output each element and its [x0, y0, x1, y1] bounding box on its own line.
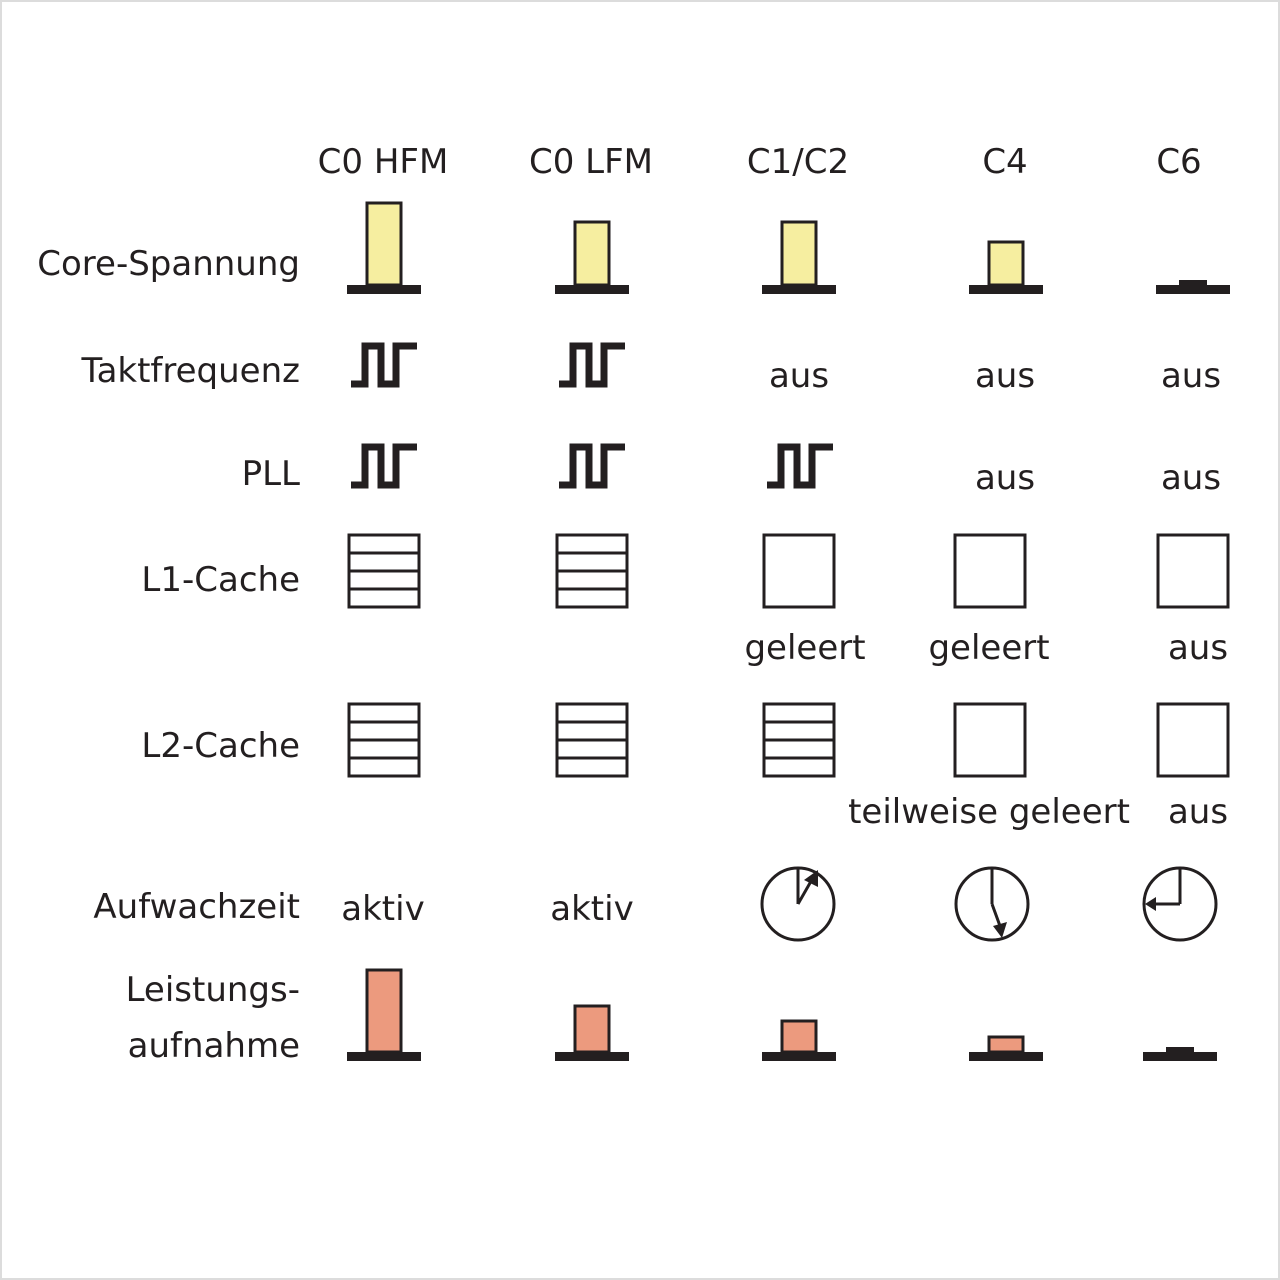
col-header-c6: C6: [1156, 142, 1202, 182]
l1-status-c4: geleert: [928, 628, 1050, 668]
bar-base: [1143, 1052, 1217, 1061]
power-level-bar: [573, 1004, 611, 1054]
l2-status-c4: teilweise geleert: [848, 792, 1130, 832]
voltage-bar-c4: [967, 197, 1045, 297]
bar-base: [347, 285, 421, 294]
l2-empty-cache-icon-c4: [953, 702, 1029, 780]
clock-status-c4: aus: [974, 356, 1036, 396]
wakeup-status-c0-lfm: aktiv: [550, 889, 634, 929]
bar-base: [1156, 285, 1230, 294]
bar-base: [555, 1052, 629, 1061]
power-level-bar: [780, 1019, 818, 1054]
row-label-l2-cache: L2-Cache: [141, 726, 300, 766]
pll-status-c6: aus: [1160, 458, 1222, 498]
power-bar-c0-hfm: [345, 964, 423, 1064]
core_voltage-level-bar: [365, 201, 403, 287]
voltage-bar-c6: [1154, 197, 1232, 297]
l1-status-c6: aus: [1167, 628, 1229, 668]
power-level-bar: [987, 1035, 1025, 1054]
clock-square-wave-icon-c0-hfm: [348, 340, 420, 392]
row-label-power-line2: aufnahme: [127, 1026, 300, 1066]
clock-status-c1-c2: aus: [768, 356, 830, 396]
pll-square-wave-icon-c1-c2: [764, 441, 836, 493]
l1-empty-cache-icon-c6: [1156, 533, 1232, 611]
row-label-power-line1: Leistungs-: [125, 970, 300, 1010]
bar-base: [969, 1052, 1043, 1061]
col-header-c1-c2: C1/C2: [746, 142, 850, 182]
col-header-c4: C4: [982, 142, 1028, 182]
voltage-bar-c0-hfm: [345, 197, 423, 297]
pll-square-wave-icon-c0-lfm: [556, 441, 628, 493]
l2-empty-cache-icon-c6: [1156, 702, 1232, 780]
row-label-clock: Taktfrequenz: [81, 351, 300, 391]
pll-square-wave-icon-c0-hfm: [348, 441, 420, 493]
bar-base: [762, 285, 836, 294]
power-bar-c4: [967, 964, 1045, 1064]
row-label-l1-cache: L1-Cache: [141, 560, 300, 600]
l2-status-c6: aus: [1167, 792, 1229, 832]
voltage-bar-c1-c2: [760, 197, 838, 297]
bar-base: [762, 1052, 836, 1061]
col-header-c0-hfm: C0 HFM: [317, 142, 449, 182]
clock-square-wave-icon-c0-lfm: [556, 340, 628, 392]
power-bar-c0-lfm: [553, 964, 631, 1064]
bar-base: [347, 1052, 421, 1061]
core_voltage-level-bar: [573, 220, 611, 287]
l1-empty-cache-icon-c4: [953, 533, 1029, 611]
stopwatch-icon-c1-c2: [758, 864, 838, 944]
stopwatch-icon-c4: [952, 864, 1032, 944]
clock-status-c6: aus: [1160, 356, 1222, 396]
wakeup-status-c0-hfm: aktiv: [341, 889, 425, 929]
l1-status-c1-c2: geleert: [744, 628, 866, 668]
stopwatch-icon-c6: [1140, 864, 1220, 944]
row-label-pll: PLL: [241, 454, 300, 494]
pll-status-c4: aus: [974, 458, 1036, 498]
bar-base: [969, 285, 1043, 294]
core_voltage-level-bar: [987, 240, 1025, 287]
power-bar-c1-c2: [760, 964, 838, 1064]
power-level-bar: [365, 968, 403, 1054]
power-zero-level-mark: [1166, 1047, 1194, 1053]
l1-empty-cache-icon-c1-c2: [762, 533, 838, 611]
l1-cache-lines-icon-c0-hfm: [347, 533, 423, 611]
bar-base: [555, 285, 629, 294]
l2-cache-lines-icon-c1-c2: [762, 702, 838, 780]
power-bar-c6: [1141, 964, 1219, 1064]
col-header-c0-lfm: C0 LFM: [528, 142, 654, 182]
core_voltage-level-bar: [780, 220, 818, 287]
voltage-bar-c0-lfm: [553, 197, 631, 297]
l2-cache-lines-icon-c0-lfm: [555, 702, 631, 780]
l1-cache-lines-icon-c0-lfm: [555, 533, 631, 611]
row-label-wakeup: Aufwachzeit: [93, 887, 300, 927]
core_voltage-zero-level-mark: [1179, 280, 1207, 286]
row-label-core-voltage: Core-Spannung: [37, 244, 300, 284]
l2-cache-lines-icon-c0-hfm: [347, 702, 423, 780]
